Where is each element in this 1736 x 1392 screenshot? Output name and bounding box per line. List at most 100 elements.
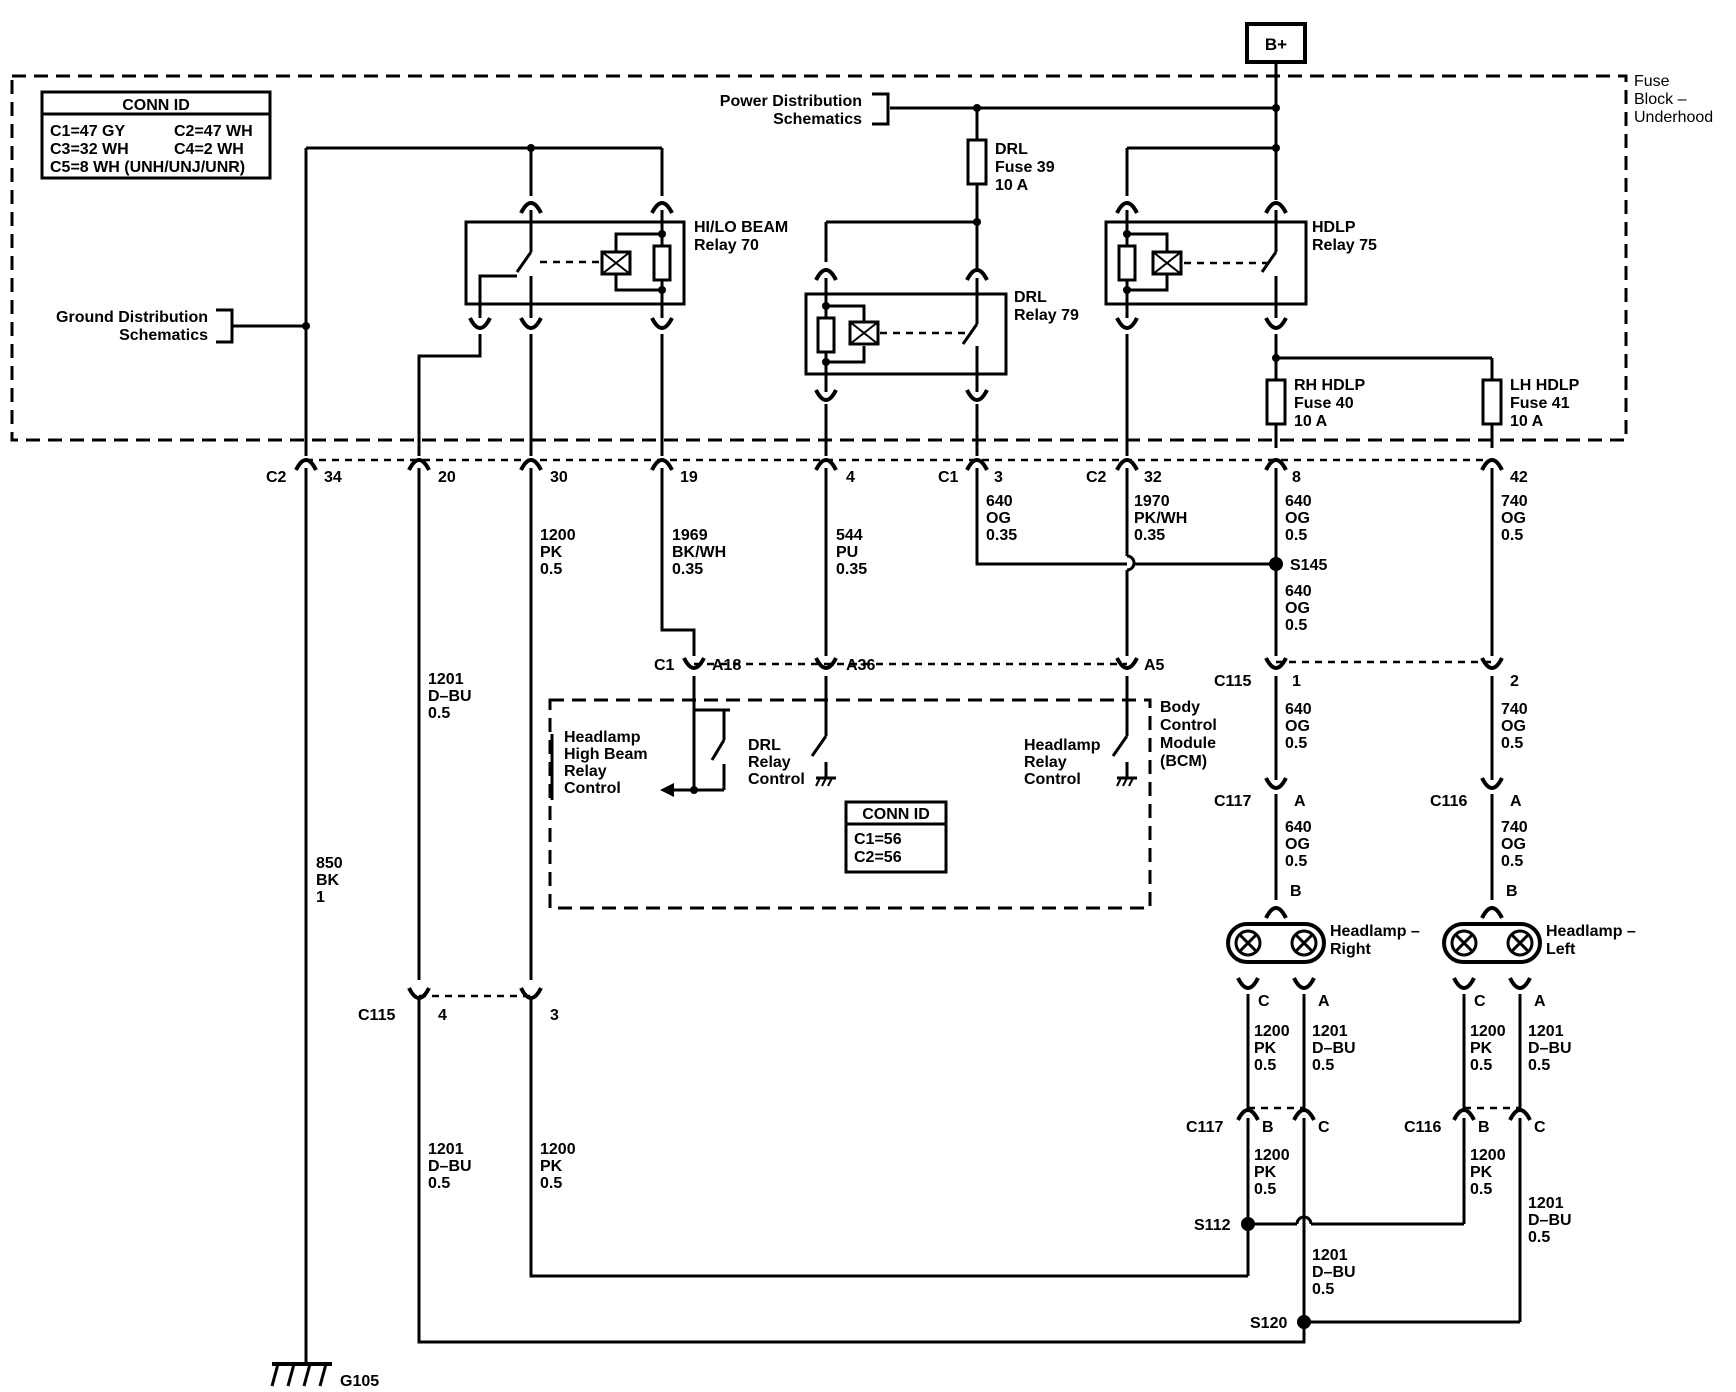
- wires-w1201-s120-col-label: D–BU: [1312, 1264, 1356, 1281]
- wires-w1201-lhc-col-label: D–BU: [1528, 1212, 1572, 1229]
- relays-hdlp-l2-label: Relay 75: [1312, 237, 1377, 254]
- wires-w640-a-c-label: 640: [1285, 493, 1312, 510]
- fuses-rh-l2-label: Fuse 40: [1294, 395, 1354, 412]
- pins-p34-label: 34: [324, 469, 342, 486]
- pins-c116b-c-label: C: [1534, 1119, 1546, 1136]
- connectors-c115b-label: C115: [358, 1007, 395, 1024]
- bcm-hb4-label: Control: [564, 780, 621, 797]
- pins-p20-label: 20: [438, 469, 456, 486]
- conn-id-top-c4-label: C4=2 WH: [174, 141, 244, 158]
- wires-w1201-b-c-label: 1201: [428, 1141, 464, 1158]
- conn-id-bcm-c2-label: C2=56: [854, 849, 902, 866]
- pins-a5-label: A5: [1144, 657, 1165, 674]
- fuses-lh-l1-label: LH HDLP: [1510, 377, 1580, 394]
- fuses-lh-l3-label: 10 A: [1510, 413, 1544, 430]
- wires-w1970-c-label: 1970: [1134, 493, 1170, 510]
- pins-c116-a-label: A: [1510, 793, 1522, 810]
- lh-hdlp-fuse-41: [1481, 378, 1503, 426]
- wires-w640-c-col-label: OG: [1285, 718, 1310, 735]
- ground-distribution-ref-2[interactable]: Schematics: [119, 327, 208, 344]
- wires-w1200-s112-g-label: 0.5: [1254, 1181, 1276, 1198]
- wires-w1200-hr-g-label: 0.5: [1254, 1057, 1276, 1074]
- bcm-hd3-label: Control: [1024, 771, 1081, 788]
- bcm-hb2-label: High Beam: [564, 746, 648, 763]
- pins-c117b-b-label: B: [1262, 1119, 1274, 1136]
- wires-w850-g-label: 1: [316, 889, 325, 906]
- wires-w1201-hr-c-label: 1201: [1312, 1023, 1348, 1040]
- wires-w850-col-label: BK: [316, 872, 340, 889]
- wires-w740-d-g-label: 0.5: [1501, 853, 1523, 870]
- bcm-drl-control: [810, 676, 836, 787]
- power-distribution-ref-2[interactable]: Schematics: [773, 111, 862, 128]
- conn-id-top-title-label: CONN ID: [122, 97, 190, 114]
- splices-s112-label: S112: [1194, 1217, 1231, 1234]
- wires-w850-c-label: 850: [316, 855, 343, 872]
- power-distribution-ref[interactable]: Power Distribution: [720, 93, 862, 110]
- wires-w640-d-g-label: 0.5: [1285, 853, 1307, 870]
- connectors-c116b-label: C116: [1404, 1119, 1441, 1136]
- hi-lo-beam-relay-70: [464, 210, 686, 318]
- pins-c115-2-label: 2: [1510, 673, 1519, 690]
- pins-c116-b-label: B: [1506, 883, 1518, 900]
- bcm-drl3-label: Control: [748, 771, 805, 788]
- pins-p32-label: 32: [1144, 469, 1162, 486]
- pins-p4-label: 4: [846, 469, 855, 486]
- bcm-hb1-label: Headlamp: [564, 729, 641, 746]
- wires-w1200pk-b-g-label: 0.5: [540, 1175, 562, 1192]
- pins-hl-c-label: C: [1474, 993, 1486, 1010]
- pins-c117-a-label: A: [1294, 793, 1306, 810]
- wires-w1969-col-label: BK/WH: [672, 544, 726, 561]
- wires-w1200pk-a-col-label: PK: [540, 544, 563, 561]
- fuses-drl-l3-label: 10 A: [995, 177, 1029, 194]
- wires-w1201-hr-col-label: D–BU: [1312, 1040, 1356, 1057]
- bcm-drl2-label: Relay: [748, 754, 791, 771]
- bcm-drl1-label: DRL: [748, 737, 781, 754]
- connectors-c2-label: C2: [266, 469, 287, 486]
- wires-w1200-s112-col-label: PK: [1254, 1164, 1277, 1181]
- wires-w1969-g-label: 0.35: [672, 561, 703, 578]
- splices-s145-label: S145: [1290, 557, 1327, 574]
- headlamp-left: [1442, 922, 1542, 964]
- hdlp-relay-75: [1104, 210, 1308, 318]
- relays-hdlp-l1-label: HDLP: [1312, 219, 1356, 236]
- ground-distribution-ref[interactable]: Ground Distribution: [56, 309, 208, 326]
- pins-p8-label: 8: [1292, 469, 1301, 486]
- wires-w1200-s112-c-label: 1200: [1254, 1147, 1290, 1164]
- pins-p19-label: 19: [680, 469, 698, 486]
- fuse-block-label-2: Block –: [1634, 91, 1687, 108]
- wires-w544-g-label: 0.35: [836, 561, 867, 578]
- splices-s120-label: S120: [1250, 1315, 1287, 1332]
- wires-w740-d-col-label: OG: [1501, 836, 1526, 853]
- splice-s145: [1269, 557, 1283, 571]
- wires-w1201-s120-c-label: 1201: [1312, 1247, 1348, 1264]
- wires-w740-d-c-label: 740: [1501, 819, 1528, 836]
- conn-id-bcm-c1-label: C1=56: [854, 831, 902, 848]
- wires-w1201-hl-g-label: 0.5: [1528, 1057, 1550, 1074]
- lamps-left-l1-label: Headlamp –: [1546, 923, 1636, 940]
- wires-w740-c-g-label: 0.5: [1501, 735, 1523, 752]
- fuse-block-label: Fuse: [1634, 73, 1670, 90]
- ground-g105-label: G105: [340, 1373, 379, 1390]
- pins-c115-4-label: 4: [438, 1007, 447, 1024]
- bcm-hd2-label: Relay: [1024, 754, 1067, 771]
- wires-w1200-hr-c-label: 1200: [1254, 1023, 1290, 1040]
- wires-w640-b-col-label: OG: [1285, 600, 1310, 617]
- conn-id-top-c2-label: C2=47 WH: [174, 123, 253, 140]
- wires-w1200pk-a-c-label: 1200: [540, 527, 576, 544]
- wires-w1200pk-b-c-label: 1200: [540, 1141, 576, 1158]
- wires-w1970-col-label: PK/WH: [1134, 510, 1187, 527]
- conn-id-top-c5-label: C5=8 WH (UNH/UNJ/UNR): [50, 159, 245, 176]
- connectors-c116-label: C116: [1430, 793, 1467, 810]
- lamps-right-l1-label: Headlamp –: [1330, 923, 1420, 940]
- wires-w1201-a-c-label: 1201: [428, 671, 464, 688]
- wires-w640-c-c-label: 640: [1285, 701, 1312, 718]
- wires-w1201-lhc-g-label: 0.5: [1528, 1229, 1550, 1246]
- wires-w1200-hl-c-label: 1200: [1470, 1023, 1506, 1040]
- wires-w1201-lhc-c-label: 1201: [1528, 1195, 1564, 1212]
- pins-p3-label: 3: [994, 469, 1003, 486]
- fuses-drl-l2-label: Fuse 39: [995, 159, 1055, 176]
- conn-id-table-top: CONN ID C1=47 GY C2=47 WH C3=32 WH C4=2 …: [40, 90, 272, 180]
- connectors-c1-label: C1: [938, 469, 959, 486]
- ground-g105: [270, 1362, 332, 1387]
